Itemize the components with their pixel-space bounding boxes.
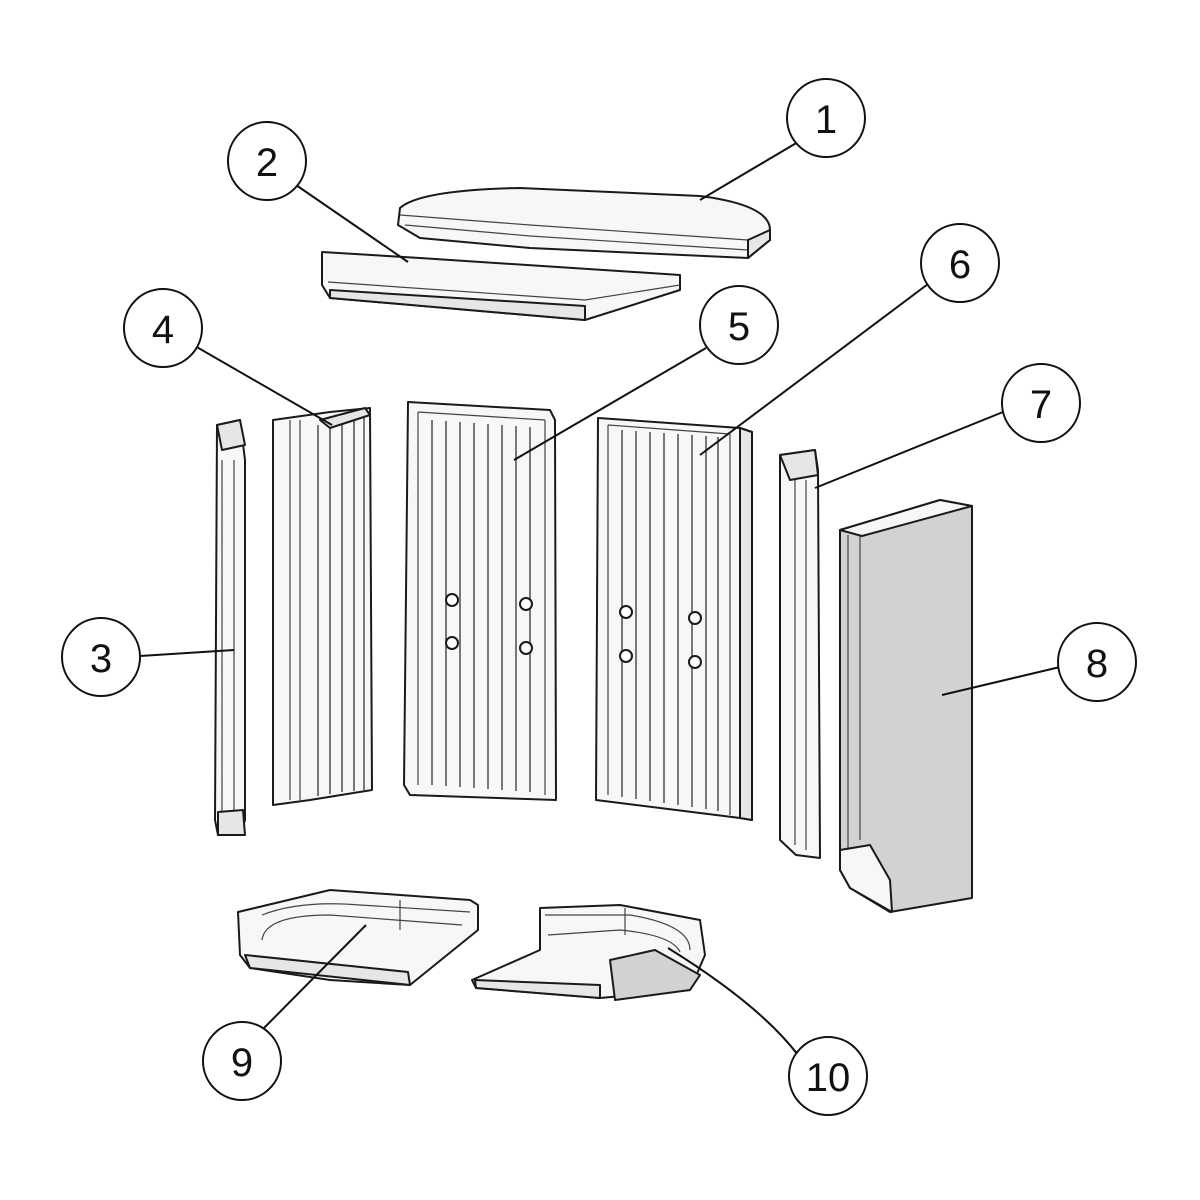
part-1-top-plate: [397, 187, 771, 259]
leader-6: [699, 283, 929, 456]
part-3-left-strip: [214, 419, 246, 836]
callout-2: 2: [227, 121, 307, 201]
callout-9-label: 9: [231, 1041, 253, 1085]
callout-8: 8: [1057, 622, 1137, 702]
callout-1: 1: [786, 78, 866, 158]
callout-7-label: 7: [1030, 383, 1052, 427]
leader-10: [667, 947, 799, 1056]
leader-4: [194, 345, 333, 426]
leader-3: [139, 649, 235, 657]
callout-6: 6: [920, 223, 1000, 303]
callout-2-label: 2: [256, 141, 278, 185]
part-9-left-base: [237, 889, 479, 986]
leader-1: [699, 141, 799, 201]
part-7-right-strip: [779, 449, 821, 859]
callout-3: 3: [61, 617, 141, 697]
part-2-baffle-plate: [321, 251, 681, 321]
leader-8: [941, 666, 1061, 696]
leader-7: [814, 411, 1004, 489]
callout-10: 10: [788, 1036, 868, 1116]
part-8-side-slab: [839, 499, 973, 913]
callout-5: 5: [699, 285, 779, 365]
callout-8-label: 8: [1086, 642, 1108, 686]
callout-9: 9: [202, 1021, 282, 1101]
part-6-rear-panel-right: [595, 417, 753, 821]
callout-5-label: 5: [728, 305, 750, 349]
callout-4: 4: [123, 288, 203, 368]
leader-2: [295, 184, 409, 263]
part-4-left-side-panel: [272, 407, 373, 806]
callout-1-label: 1: [815, 98, 837, 142]
callout-4-label: 4: [152, 308, 174, 352]
callout-10-label: 10: [806, 1056, 851, 1100]
leader-9: [261, 924, 367, 1031]
callout-6-label: 6: [949, 243, 971, 287]
callout-3-label: 3: [90, 637, 112, 681]
leader-5: [513, 347, 707, 461]
callout-7: 7: [1001, 363, 1081, 443]
part-5-rear-panel-left: [403, 401, 557, 801]
part-10-right-base: [471, 904, 706, 1001]
leader-lines: [139, 141, 1061, 1056]
